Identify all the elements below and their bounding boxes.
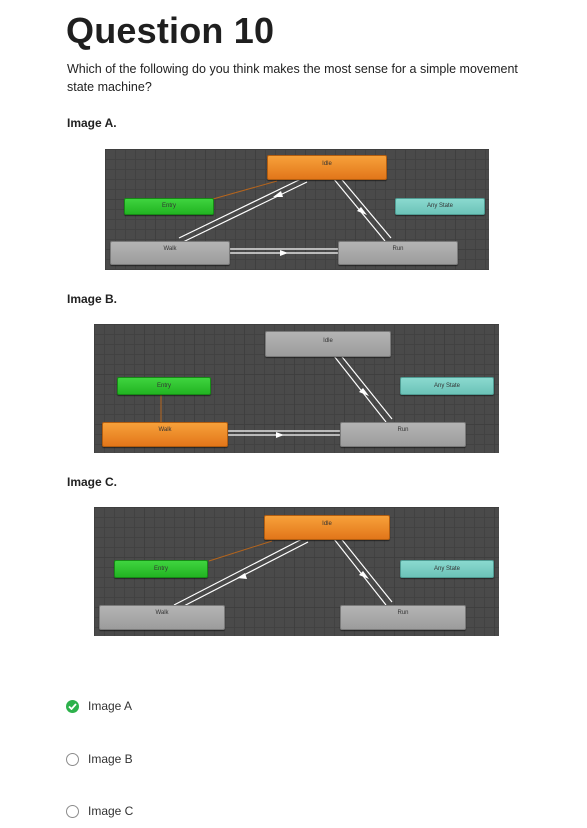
idle-state[interactable]: Idle — [264, 515, 390, 540]
question-title: Question 10 — [66, 10, 275, 51]
image-a-state-diagram: Idle Entry Any State Walk Run — [105, 149, 489, 270]
walk-state[interactable]: Walk — [99, 605, 225, 630]
image-b-label: Image B. — [67, 292, 118, 306]
image-c-label: Image C. — [67, 475, 118, 489]
run-to-idle-arrow — [338, 352, 393, 420]
run-state[interactable]: Run — [340, 422, 466, 447]
radio-button[interactable] — [66, 804, 79, 818]
check-circle-icon[interactable] — [66, 699, 79, 713]
idle-to-run-arrow — [333, 538, 387, 606]
any-state-node[interactable]: Any State — [395, 198, 485, 215]
run-to-idle-arrow — [337, 174, 392, 239]
option-label: Image A — [88, 699, 133, 713]
image-a-label: Image A. — [67, 116, 117, 130]
entry-to-idle-arrow — [212, 180, 278, 200]
entry-to-idle-arrow — [208, 540, 273, 562]
arrowhead — [357, 207, 367, 215]
option-label: Image B — [88, 752, 133, 766]
entry-node[interactable]: Entry — [124, 198, 214, 215]
idle-state[interactable]: Idle — [267, 155, 387, 180]
image-a-transitions — [178, 174, 392, 256]
walk-state[interactable]: Walk — [102, 422, 228, 447]
entry-node[interactable]: Entry — [117, 377, 211, 395]
arrowhead — [280, 250, 288, 256]
option-image-c[interactable]: Image C — [66, 804, 133, 818]
question-prompt: Which of the following do you think make… — [67, 62, 518, 94]
arrowhead — [276, 432, 284, 438]
run-state[interactable]: Run — [338, 241, 458, 265]
idle-to-run-arrow — [333, 355, 387, 423]
idle-state[interactable]: Idle — [265, 331, 391, 357]
run-to-idle-arrow — [338, 535, 393, 603]
walk-to-idle-arrow — [173, 537, 305, 606]
option-image-b[interactable]: Image B — [66, 752, 133, 766]
walk-to-idle-arrow — [178, 177, 304, 239]
radio-button[interactable] — [66, 752, 79, 766]
image-c-state-diagram: Idle Entry Any State Walk Run — [94, 507, 499, 636]
option-label: Image C — [88, 804, 134, 818]
walk-state[interactable]: Walk — [110, 241, 230, 265]
any-state-node[interactable]: Any State — [400, 560, 494, 578]
arrowhead — [237, 573, 247, 579]
image-b-state-diagram: Idle Entry Any State Walk Run — [94, 324, 499, 453]
image-b-transitions — [160, 352, 393, 438]
entry-node[interactable]: Entry — [114, 560, 208, 578]
arrowhead — [359, 388, 369, 396]
run-state[interactable]: Run — [340, 605, 466, 630]
any-state-node[interactable]: Any State — [400, 377, 494, 395]
idle-to-walk-arrow — [182, 181, 308, 243]
arrowhead — [273, 191, 283, 197]
option-image-a[interactable]: Image A — [66, 699, 132, 713]
image-c-transitions — [173, 535, 393, 610]
arrowhead — [359, 571, 369, 579]
